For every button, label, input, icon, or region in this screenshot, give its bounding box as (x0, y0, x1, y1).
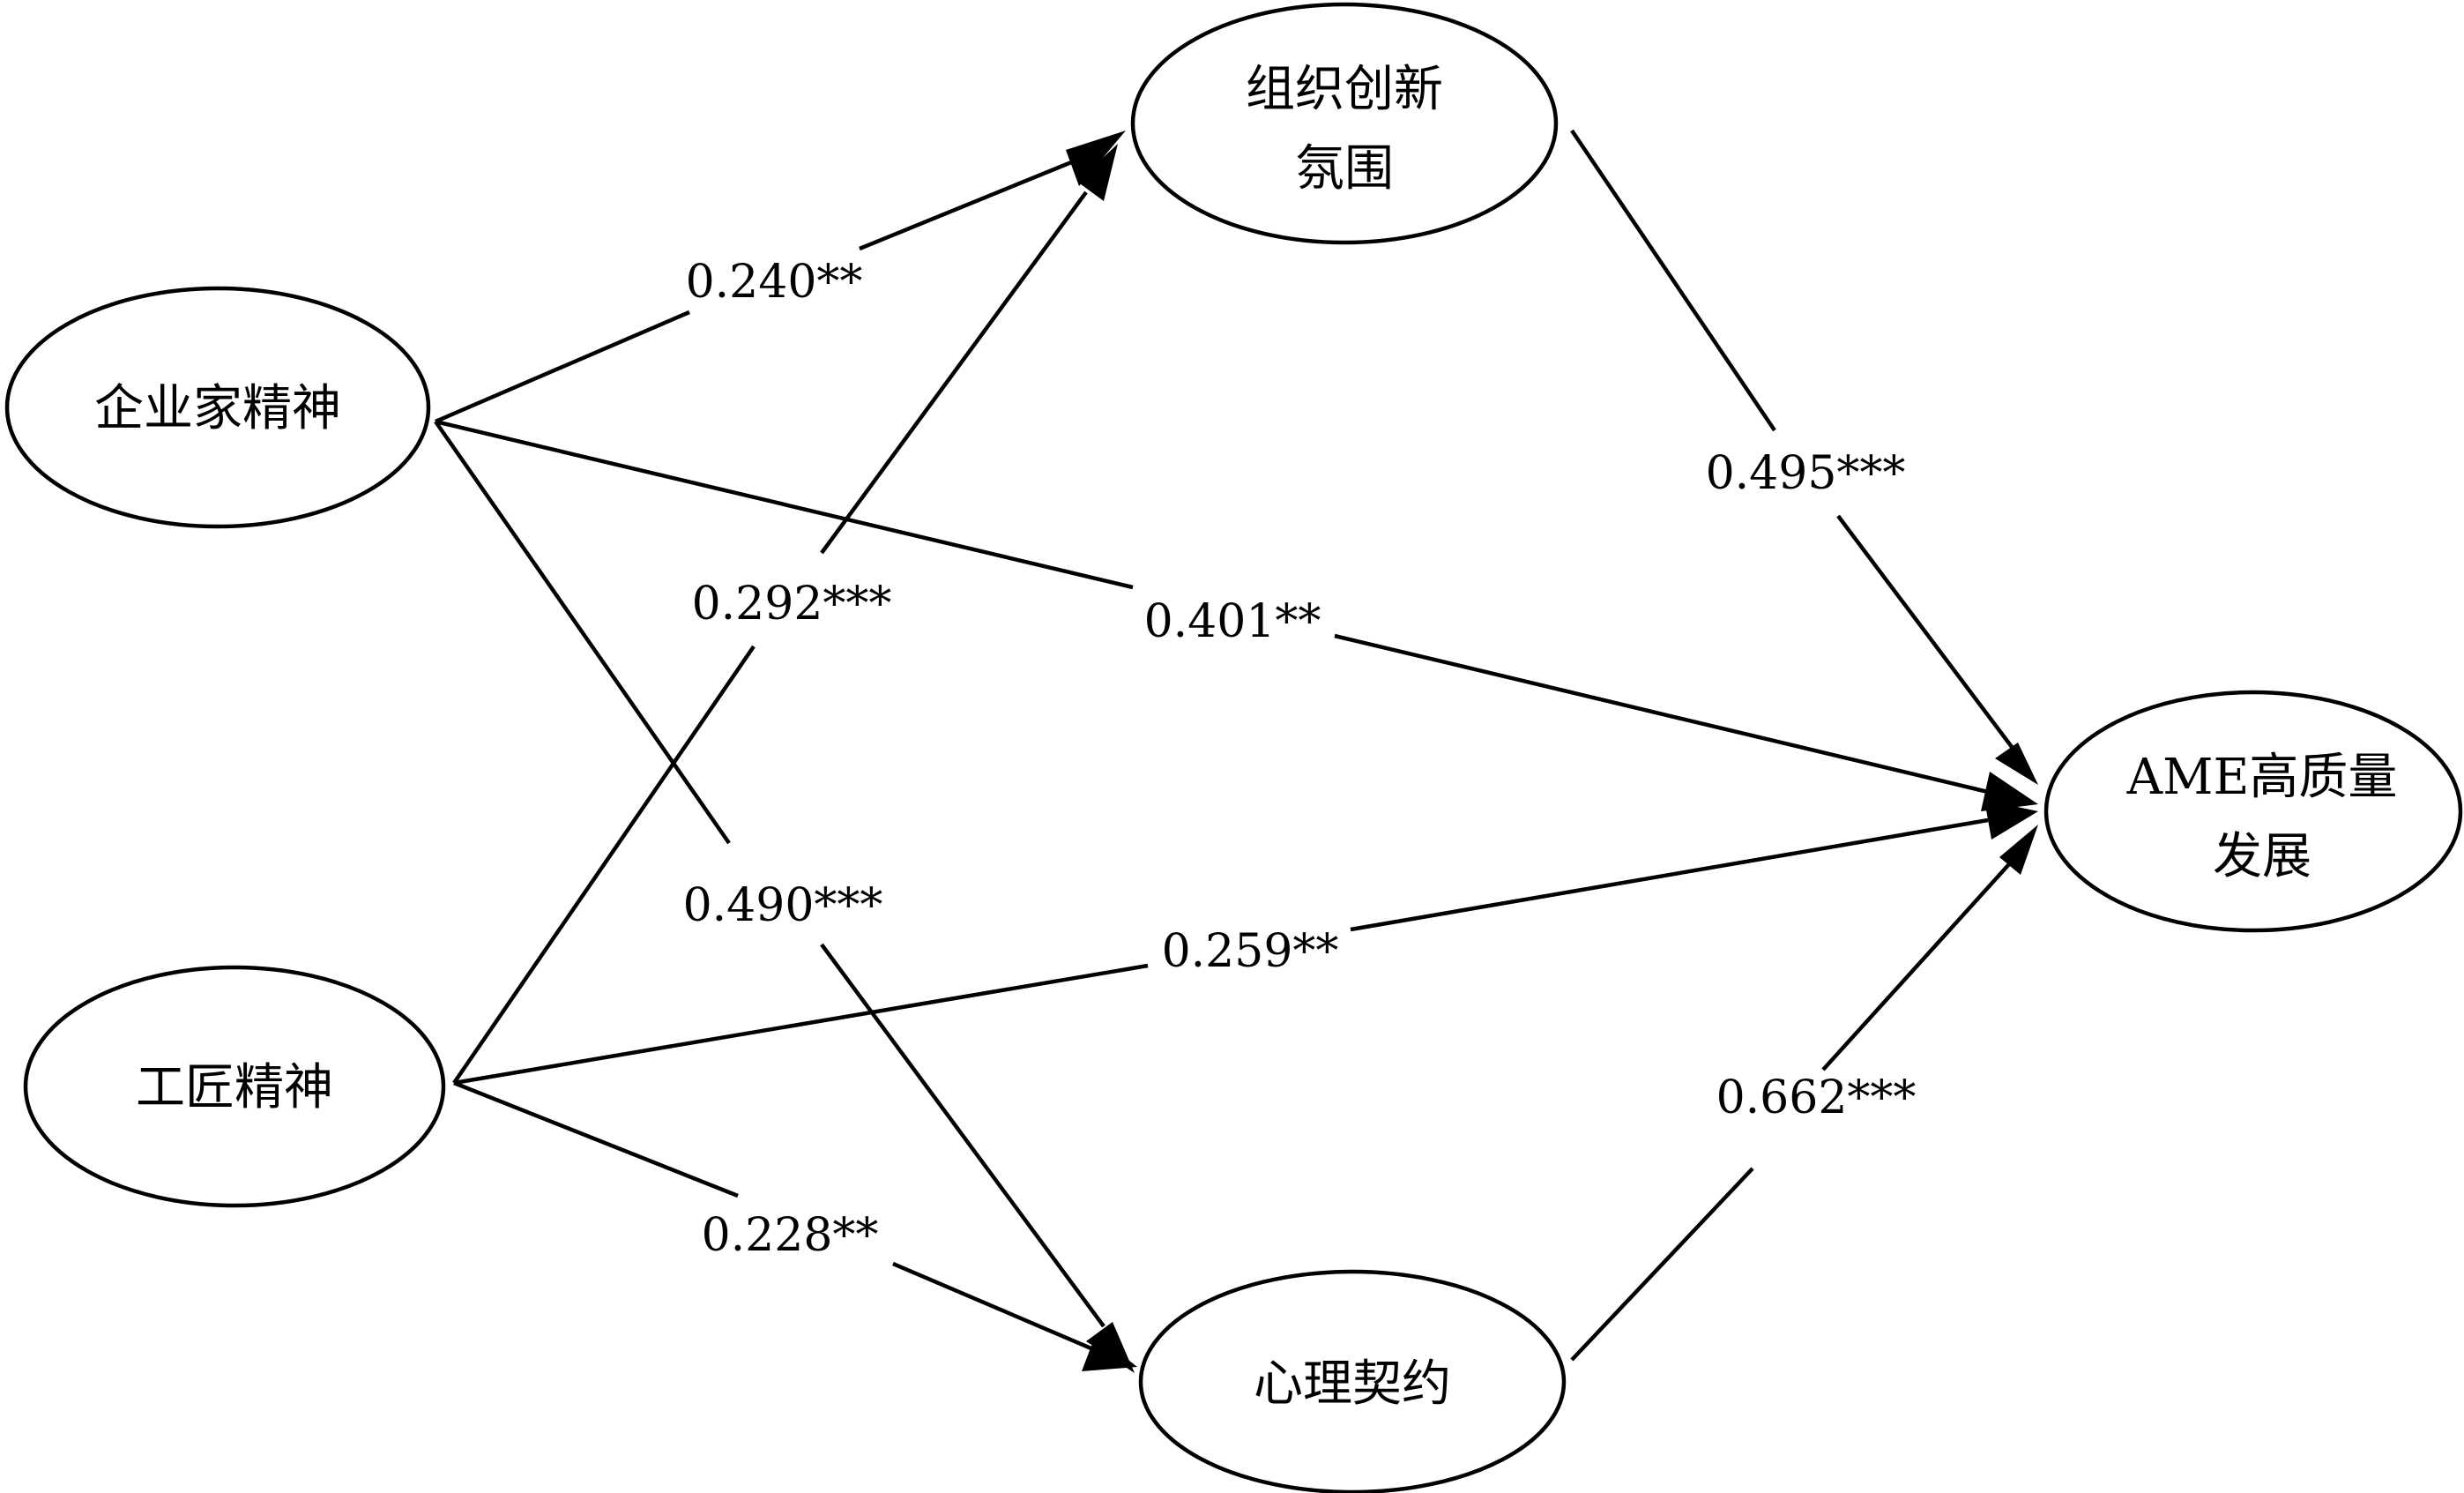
edge-climate-to-ame-line-b (1836, 514, 2019, 756)
edge-climate-to-ame-line-a (1570, 129, 1776, 432)
node-craftsmanship: 工匠精神 (23, 965, 446, 1208)
edge-craftsmanship-to-climate-line-a (452, 645, 756, 1085)
edge-craftsmanship-to-contract-arrowhead (1082, 1334, 1137, 1371)
edge-entrepreneurship-to-contract-line-b (820, 943, 1105, 1328)
edge-entrepreneurship-to-ame-line-a (435, 419, 1134, 590)
node-ame-development-label-line-2: 发展 (2213, 828, 2311, 885)
node-ame-development: AME高质量 发展 (2043, 690, 2463, 933)
node-psych-contract-ellipse (1138, 1269, 1567, 1493)
node-innovation-climate-ellipse (1130, 2, 1559, 245)
edge-entrepreneurship-to-climate-line-b (859, 154, 1085, 251)
edge-craftsmanship-to-climate-arrowhead (1077, 144, 1118, 201)
edge-entrepreneurship-to-contract-line-a (434, 420, 731, 845)
node-ame-development-label-line-1: AME高质量 (2126, 749, 2398, 806)
edge-craftsmanship-to-ame-coefficient: 0.259** (1162, 925, 1339, 978)
node-innovation-climate-label-line-1: 组织创新 (1246, 61, 1443, 118)
edge-craftsmanship-to-contract-line-a (453, 1080, 739, 1198)
edge-contract-to-ame-coefficient: 0.662*** (1716, 1071, 1917, 1124)
edge-craftsmanship-to-contract-coefficient: 0.228** (702, 1209, 879, 1262)
node-craftsmanship-label: 工匠精神 (136, 1059, 333, 1116)
edge-contract-to-ame-arrowhead (1999, 825, 2038, 875)
edge-entrepreneurship-to-climate-coefficient: 0.240** (686, 256, 863, 309)
edge-craftsmanship-to-contract-line-b (892, 1261, 1094, 1352)
edge-craftsmanship-to-climate-line-b (820, 190, 1088, 555)
edge-entrepreneurship-to-contract-coefficient: 0.490*** (683, 879, 883, 932)
edge-craftsmanship-to-ame-line-a (453, 963, 1149, 1086)
node-ame-development-ellipse (2043, 690, 2463, 933)
node-entrepreneurship-label: 企业家精神 (94, 380, 341, 437)
edge-craftsmanship-to-ame-line-b (1350, 817, 1989, 932)
edge-climate-to-ame-coefficient: 0.495*** (1706, 447, 1906, 500)
edge-entrepreneurship-to-climate-line-a (435, 310, 690, 424)
edge-entrepreneurship-to-ame-line-b (1334, 633, 1989, 795)
edge-contract-to-ame-line-a (1570, 1167, 1754, 1362)
edge-craftsmanship-to-climate-coefficient: 0.292*** (692, 578, 892, 631)
edge-climate-to-ame-arrowhead (1995, 743, 2038, 785)
node-entrepreneurship: 企业家精神 (4, 286, 431, 529)
edge-contract-to-ame-line-b (1821, 854, 2019, 1071)
edge-entrepreneurship-to-climate-arrowhead (1066, 131, 1126, 186)
edge-entrepreneurship-to-ame-coefficient: 0.401** (1144, 595, 1321, 648)
node-psych-contract: 心理契约 (1138, 1269, 1567, 1493)
node-psych-contract-label: 心理契约 (1254, 1355, 1451, 1413)
node-craftsmanship-ellipse (23, 965, 446, 1208)
node-innovation-climate: 组织创新 氛围 (1130, 2, 1559, 245)
edge-craftsmanship-to-ame-arrowhead (1984, 800, 2038, 840)
edge-entrepreneurship-to-ame-arrowhead (1981, 772, 2038, 811)
node-entrepreneurship-ellipse (4, 286, 431, 529)
node-innovation-climate-label-line-2: 氛围 (1295, 140, 1394, 198)
